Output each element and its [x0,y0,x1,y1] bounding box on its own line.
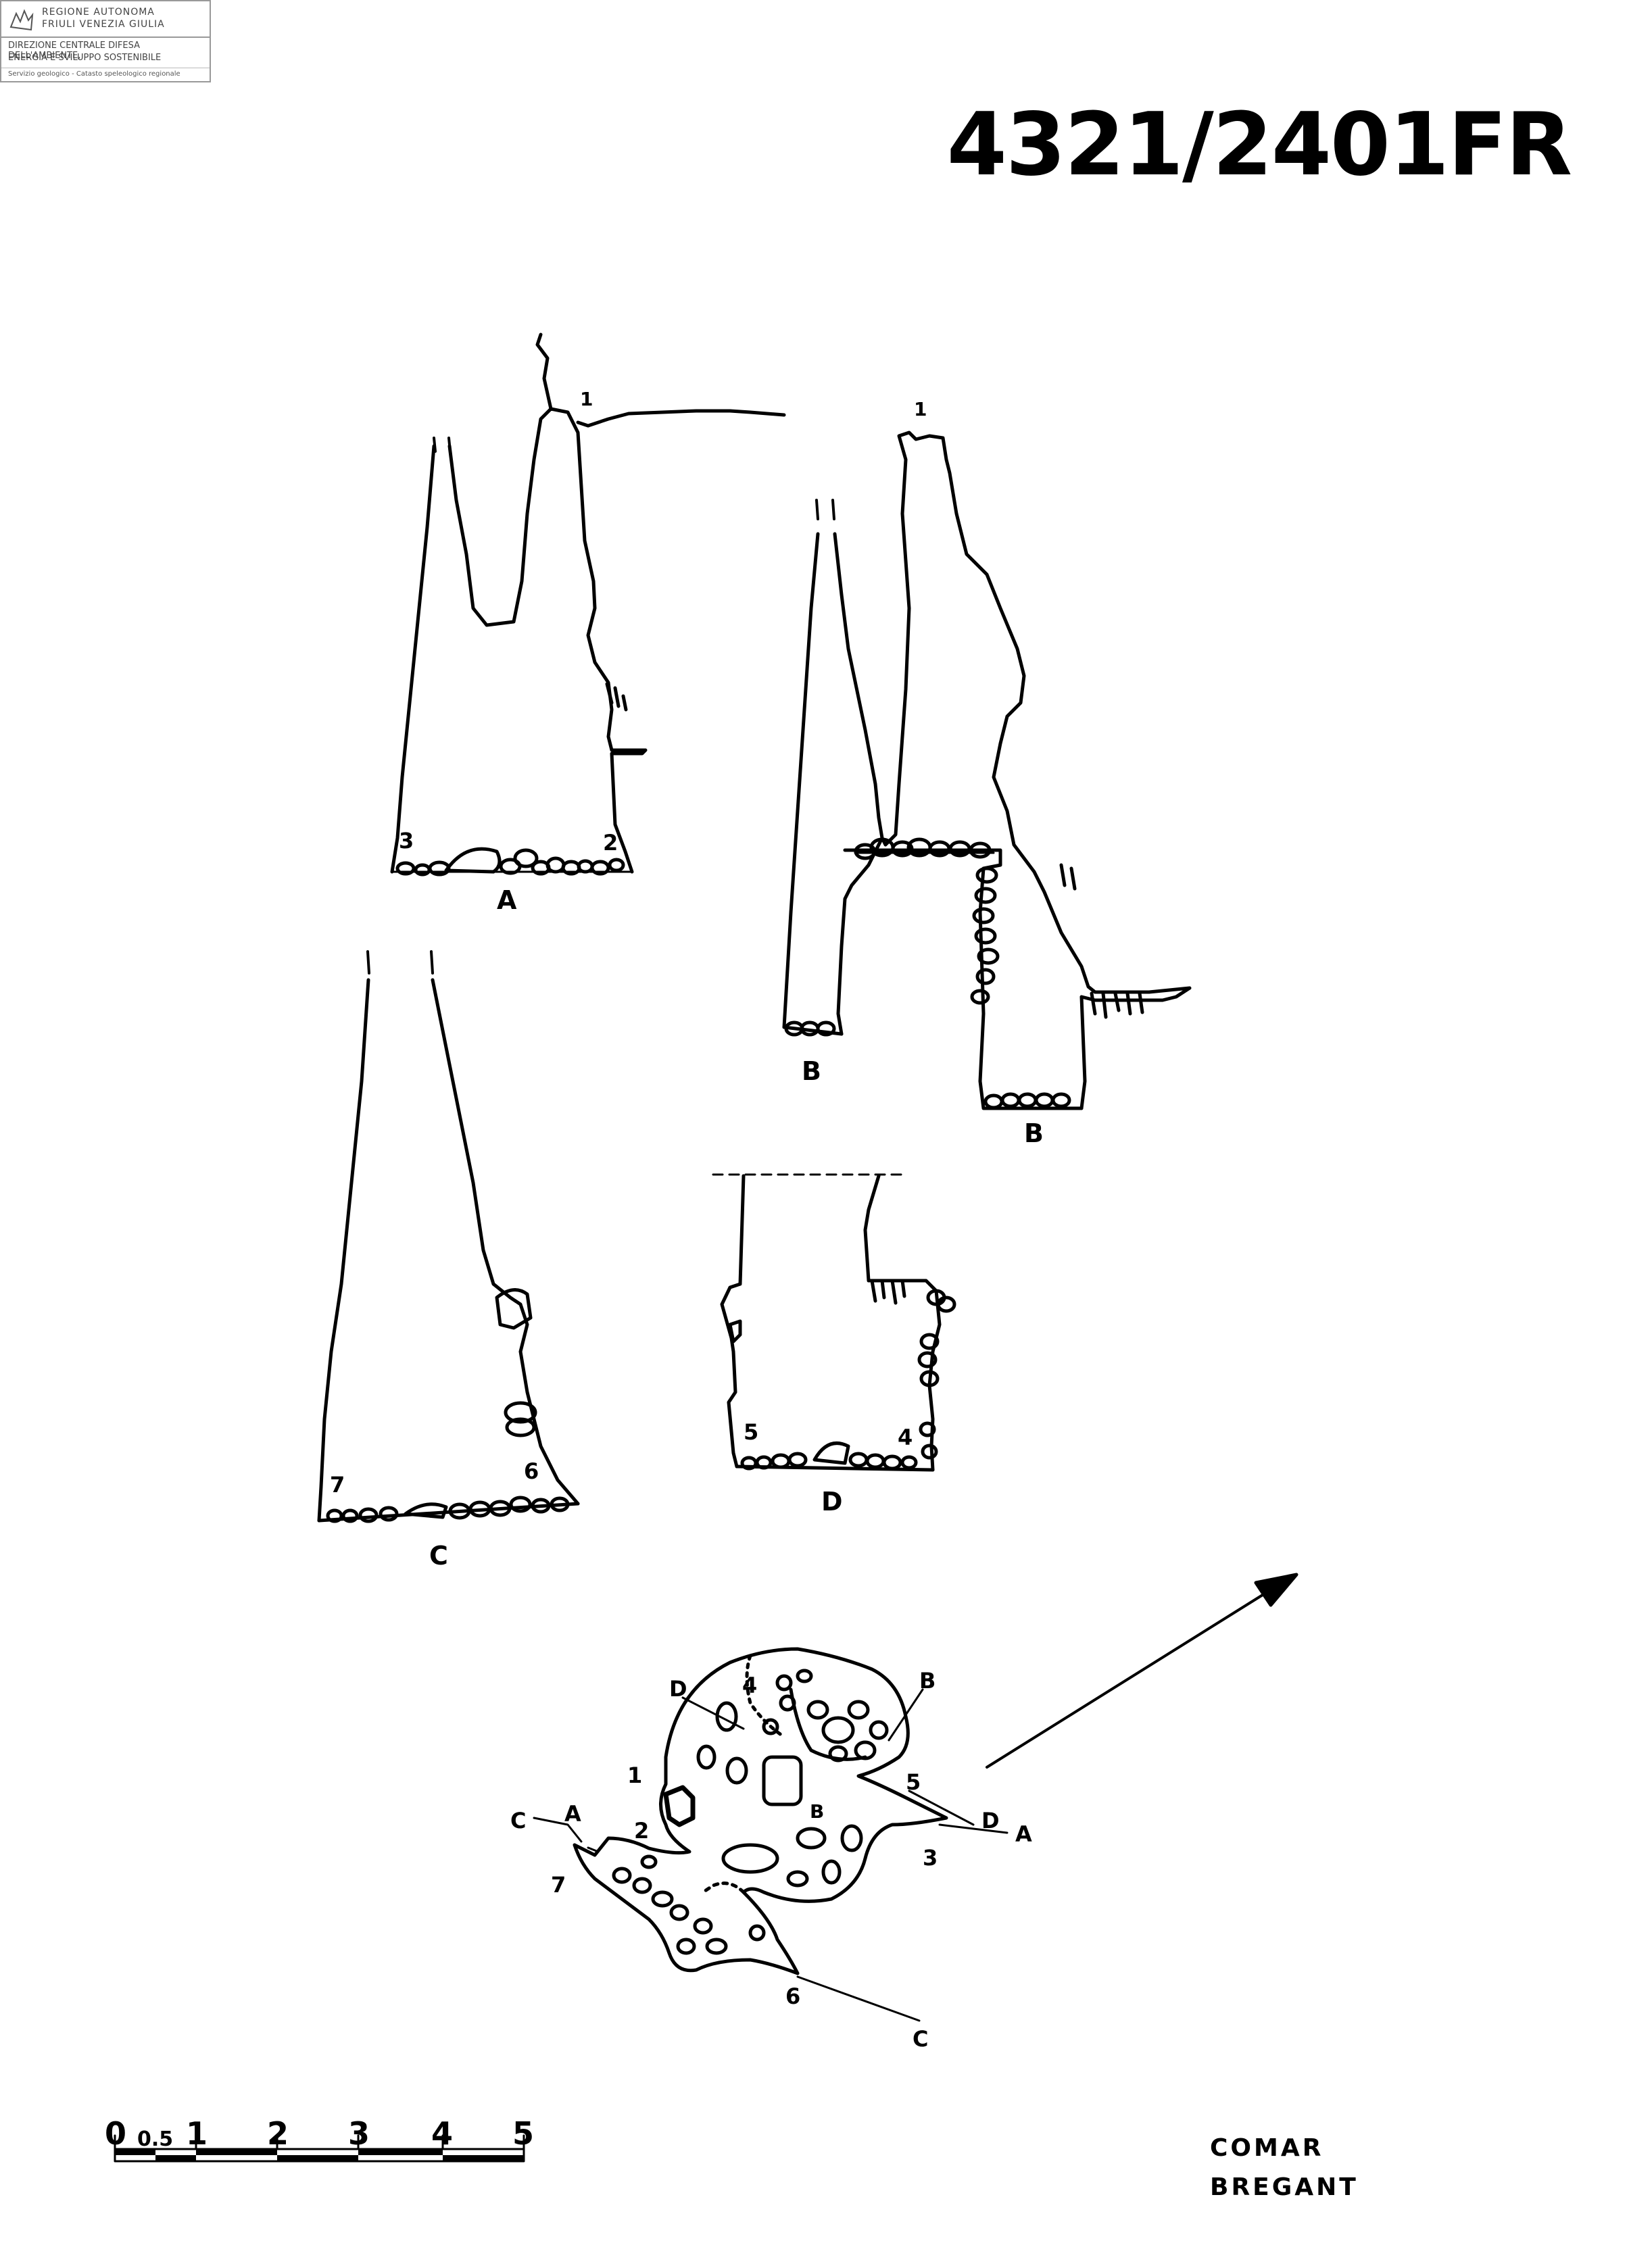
plan-c-label-right: C [913,2026,928,2052]
plan-view [533,1573,1298,2022]
plan-point-6: 6 [785,1983,800,2009]
authors-block: COMAR BREGANT [1210,2129,1359,2207]
plan-d-label-right: D [981,1808,1000,1833]
section-d-profile [712,1173,956,1472]
plan-point-2: 2 [634,1818,649,1844]
dept-line-2: ENERGIA E SVILUPPO SOSTENIBILE [8,53,162,63]
point-6-label-c: 6 [524,1458,539,1484]
section-b-label-left: B [802,1056,821,1086]
org-line-1: REGIONE AUTONOMA [42,7,155,18]
plan-b-label-inner: B [810,1800,824,1823]
scale-label-1: 1 [186,2115,208,2152]
scale-label-5: 5 [512,2115,535,2152]
section-c-label: C [429,1541,448,1571]
plan-point-1: 1 [627,1762,642,1788]
section-b-label-right: B [1024,1118,1044,1148]
plan-a-label-right: A [1015,1821,1032,1847]
scale-label-0: 0 [105,2115,127,2152]
plan-a-label-left: A [564,1801,581,1827]
section-c-profile [317,950,580,1523]
point-1-label-a: 1 [580,388,593,410]
point-3-label-a: 3 [399,828,414,854]
plan-b-label-top: B [919,1668,936,1694]
header-logo-box: REGIONE AUTONOMA FRIULI VENEZIA GIULIA D… [0,0,211,82]
plan-point-3: 3 [923,1845,938,1871]
plan-point-5: 5 [906,1769,921,1795]
plan-c-label-left: C [510,1808,526,1833]
logo-divider [1,36,210,38]
scale-label-0-5: 0.5 [137,2127,174,2151]
point-5-label-d: 5 [744,1419,758,1445]
org-line-2: FRIULI VENEZIA GIULIA [42,19,165,30]
point-4-label-d: 4 [898,1425,913,1450]
plan-d-label-top: D [669,1676,687,1702]
scale-label-2: 2 [267,2115,289,2152]
author-2: BREGANT [1210,2173,1359,2201]
section-b-profile [782,430,1192,1110]
author-1: COMAR [1210,2134,1324,2162]
scale-label-4: 4 [431,2115,454,2152]
cave-id-title: 4321/2401FR [946,95,1572,195]
scale-bar [114,2134,525,2163]
region-emblem-icon [9,9,34,31]
point-7-label-c: 7 [330,1472,345,1498]
scale-label-3: 3 [348,2115,370,2152]
plan-point-4: 4 [742,1673,757,1698]
service-line: Servizio geologico - Catasto speleologic… [8,70,180,78]
section-a-profile [390,332,786,877]
section-d-label: D [821,1487,843,1517]
section-a-label: A [497,885,517,915]
point-1-label-b: 1 [914,398,927,420]
dept-line-1: DIREZIONE CENTRALE DIFESA DELL'AMBIENTE, [8,41,140,61]
point-2-label-a: 2 [603,830,618,856]
plan-point-7: 7 [551,1872,566,1898]
